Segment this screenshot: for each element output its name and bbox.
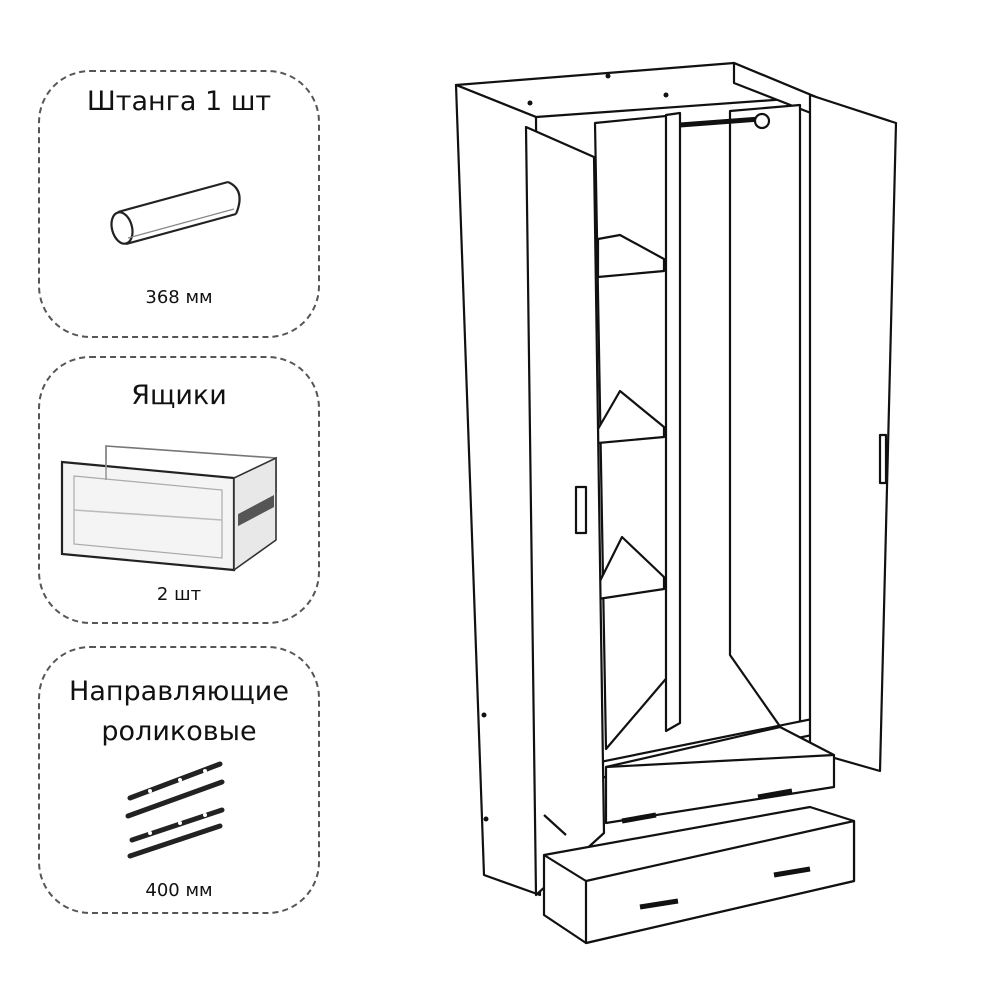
wardrobe-drawing <box>454 61 898 945</box>
rails-title-line2: роликовые <box>101 716 257 747</box>
hanging-rod-icon <box>110 180 241 246</box>
wardrobe-drawer-upper <box>604 725 836 825</box>
rails-length: 400 мм <box>145 880 213 901</box>
roller-rails-icon <box>125 761 225 859</box>
drawers-count: 2 шт <box>156 584 202 605</box>
wardrobe-right-door <box>808 93 898 773</box>
wardrobe-left-side <box>454 83 542 897</box>
wardrobe-left-door <box>524 125 606 897</box>
wardrobe-shelf-1 <box>596 233 666 279</box>
rod-length: 368 мм <box>145 287 213 308</box>
left-door-handle <box>574 485 588 535</box>
rails-title-line1: Направляющие <box>69 676 289 707</box>
drawer-box-icon <box>60 445 277 572</box>
rails-card: Направляющие роликовые 400 мм <box>38 646 320 914</box>
rod-title: Штанга 1 шт <box>86 86 272 117</box>
drawers-title: Ящики <box>131 380 227 411</box>
rod-card: Штанга 1 шт 368 мм <box>38 70 320 338</box>
right-door-handle <box>878 433 888 485</box>
wardrobe-rod <box>679 116 761 128</box>
drawers-card: Ящики 2 шт <box>38 356 320 624</box>
wardrobe-divider <box>664 111 682 733</box>
